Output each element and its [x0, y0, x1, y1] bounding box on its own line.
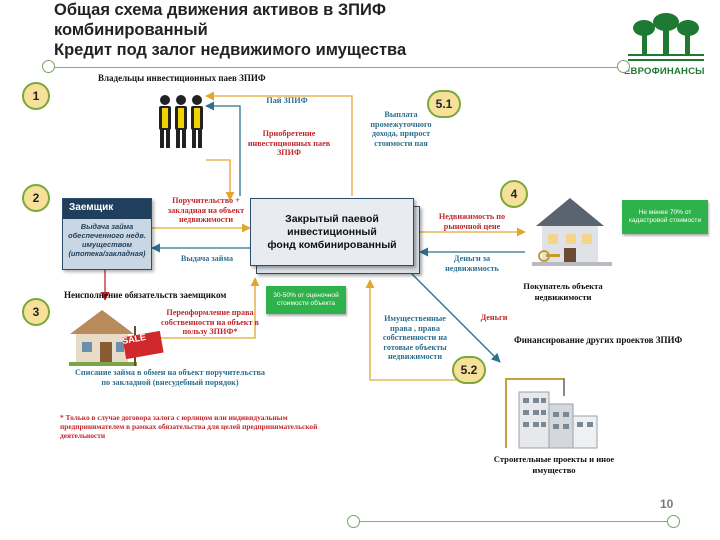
step-badge-4: 4: [500, 180, 528, 208]
borrower-desc: Выдача займа обеспеченного недв. имущест…: [68, 222, 146, 258]
step-badge-2: 2: [22, 184, 50, 212]
fund-box: Закрытый паевой инвестиционный фонд комб…: [250, 198, 414, 266]
label-guarantee: Поручительство + закладная на объект нед…: [167, 196, 245, 224]
step-badge-3: 3: [22, 298, 50, 326]
footnote: * Только в случае договора залога с юрли…: [60, 413, 318, 440]
label-purchase: Приобретение инвестиционных паев ЗПИФ: [247, 129, 331, 157]
footer-ring-right-icon: [667, 515, 680, 528]
title-line-1: Общая схема движения активов в ЗПИФ: [54, 1, 386, 19]
default-label: Неисполнение обязательств заемщиком: [64, 290, 227, 300]
label-payout: Выплата промежуточного дохода, прирост с…: [370, 110, 432, 148]
house-sale-icon: [69, 310, 164, 366]
footer-divider: [354, 521, 672, 522]
fund-line-2: инвестиционный: [287, 225, 377, 238]
investors-icon: [159, 95, 203, 148]
footer-ring-left-icon: [347, 515, 360, 528]
header-ring-right-icon: [617, 60, 630, 73]
label-realty-market: Недвижимость по рыночной цене: [438, 212, 506, 231]
logo: ЕВРОФИНАНСЫ: [622, 8, 710, 80]
construction-icon: [505, 378, 598, 449]
borrower-title: Заемщик: [63, 199, 151, 219]
label-property-rights: Имущественные права , права собственност…: [382, 314, 448, 361]
header-divider: [50, 67, 622, 68]
fund-line-3: фонд комбинированный: [267, 238, 397, 251]
label-re-registration: Переоформление права собственности на об…: [161, 308, 259, 336]
green-box-30-50: 30-50% от оценочной стоимости объекта: [266, 286, 346, 314]
construction-label: Строительные проекты и иное имущество: [493, 454, 615, 475]
label-pai: Пай ЗПИФ: [266, 96, 308, 105]
title-line-3: Кредит под залог недвижимого имущества: [54, 41, 407, 59]
borrower-box: Заемщик Выдача займа обеспеченного недв.…: [62, 198, 152, 270]
label-money: Деньги: [480, 313, 508, 322]
label-money-realty: Деньги за недвижимость: [445, 254, 499, 273]
house-keys-icon: [532, 198, 612, 266]
title-line-2: комбинированный: [54, 21, 208, 39]
header-ring-left-icon: [42, 60, 55, 73]
logo-text: ЕВРОФИНАНСЫ: [624, 66, 705, 77]
green-box-70: Не менее 70% от кадастровой стоимости: [622, 200, 708, 234]
arrow-re-registration: [152, 277, 260, 339]
buyer-label: Покупатель объекта недвижимости: [523, 281, 603, 302]
tree-logo-icon: [628, 13, 704, 61]
arrow-money: [409, 271, 501, 363]
writeoff-label: Списание займа в обмен на объект поручит…: [75, 368, 265, 387]
page-number: 10: [660, 497, 674, 511]
owners-label: Владельцы инвестиционных паев ЗПИФ: [98, 73, 266, 83]
arrow-purchase: [206, 159, 235, 201]
arrow-payout: [205, 91, 353, 196]
step-badge-1: 1: [22, 82, 50, 110]
step-badge-5-2: 5.2: [452, 356, 486, 384]
label-loan-issue: Выдача займа: [180, 254, 234, 263]
page-title: Общая схема движения активов в ЗПИФ комб…: [54, 0, 474, 60]
step-badge-5-1: 5.1: [427, 90, 461, 118]
arrow-pai: [205, 101, 241, 196]
arrow-property-rights: [365, 279, 470, 381]
fund-line-1: Закрытый паевой: [285, 212, 379, 225]
financing-label: Финансирование других проектов ЗПИФ: [514, 335, 683, 345]
